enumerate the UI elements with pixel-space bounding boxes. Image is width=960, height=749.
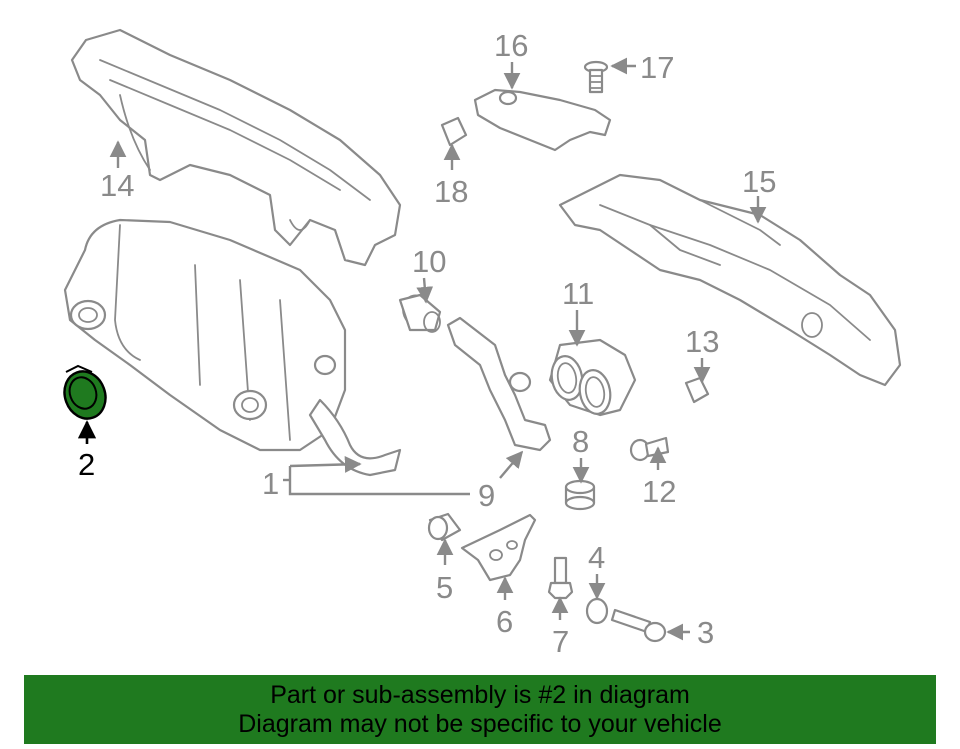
part-11-tailpipe-tip[interactable] <box>548 338 637 417</box>
part-6-hanger-bracket[interactable] <box>460 513 537 582</box>
info-banner: Part or sub-assembly is #2 in diagram Di… <box>24 675 936 744</box>
callout-1: 1 <box>262 466 279 501</box>
callout-13: 13 <box>685 324 719 359</box>
callout-10: 10 <box>412 244 446 279</box>
part-1-muffler[interactable] <box>63 218 402 477</box>
part-18-clip[interactable] <box>440 116 468 147</box>
callout-2: 2 <box>78 447 95 482</box>
callout-18: 18 <box>434 174 468 209</box>
part-5-bushing[interactable] <box>427 512 462 542</box>
part-16-bracket[interactable] <box>473 88 612 152</box>
part-3-bolt[interactable] <box>610 608 667 643</box>
callout-8: 8 <box>572 424 589 459</box>
callout-16: 16 <box>494 28 528 63</box>
callout-17: 17 <box>640 50 674 85</box>
part-10-clamp[interactable] <box>397 290 442 333</box>
callout-6: 6 <box>496 604 513 639</box>
part-2-clamp[interactable] <box>58 364 112 425</box>
callout-3: 3 <box>697 615 714 650</box>
exhaust-parts-diagram: 14 1 2 9 10 11 16 17 18 15 13 12 8 5 6 7… <box>58 28 902 659</box>
banner-line-1: Part or sub-assembly is #2 in diagram <box>270 681 690 709</box>
callout-9: 9 <box>478 478 495 513</box>
callout-12: 12 <box>642 474 676 509</box>
callout-15: 15 <box>742 164 776 199</box>
leader-lines <box>77 57 767 641</box>
part-9-pipe[interactable] <box>446 316 552 452</box>
part-4-gasket[interactable] <box>585 597 609 625</box>
part-7-bolt[interactable] <box>547 556 574 600</box>
banner-line-2: Diagram may not be specific to your vehi… <box>238 710 722 738</box>
part-17-bolt[interactable] <box>583 60 609 94</box>
part-8-bushing[interactable] <box>564 479 596 511</box>
part-13-clip[interactable] <box>684 376 710 404</box>
callout-14: 14 <box>100 168 134 203</box>
part-15-heat-shield[interactable] <box>558 173 902 387</box>
callout-5: 5 <box>436 570 453 605</box>
part-14-heat-shield[interactable] <box>70 28 402 267</box>
callout-7: 7 <box>552 624 569 659</box>
callout-4: 4 <box>588 540 605 575</box>
part-12-push-pin[interactable] <box>629 436 670 462</box>
callout-11: 11 <box>562 276 594 311</box>
